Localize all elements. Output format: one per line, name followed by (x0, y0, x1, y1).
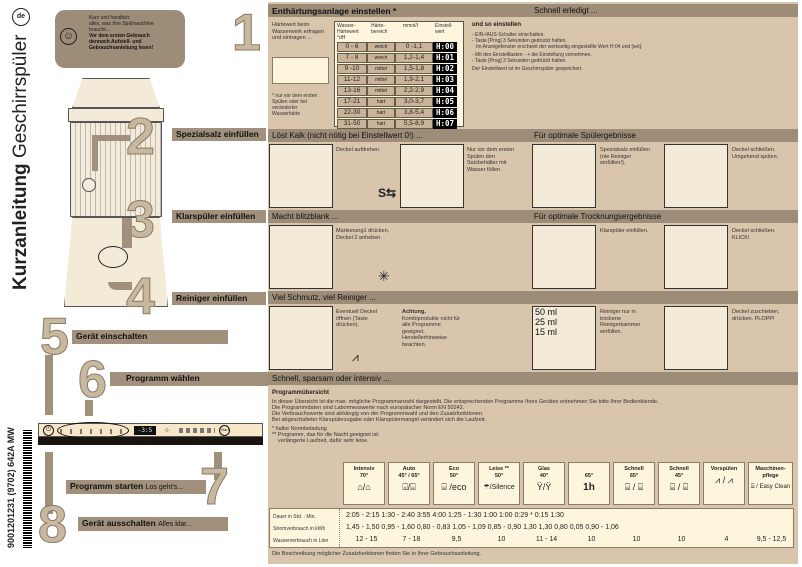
language-badge: de (12, 8, 30, 26)
program-data-table: Dauer in Std. : Min. Stromverbrauch in k… (269, 508, 794, 548)
smiley-icon: ☺ (60, 28, 77, 45)
water-cell: 10 (497, 536, 506, 543)
dishwasher-illustration (62, 78, 170, 310)
water-cell: 4 (724, 536, 729, 543)
panel-base (38, 437, 263, 445)
program-overview: Programmübersicht In dieser Übersicht is… (272, 390, 659, 444)
step-number-4: 4 (126, 268, 156, 326)
illustration-rinse-close (664, 225, 728, 289)
step-label-6: Programm wählen (110, 372, 270, 386)
step-label-7: Programm starten Los geht's... (66, 480, 206, 494)
section-4-header: Viel Schmutz, viel Reiniger ... (268, 291, 798, 304)
step-number-6: 6 (78, 351, 108, 409)
intro-bubble: ☺ Kurz und handlich: alles, was Ihre Spü… (55, 10, 185, 68)
step-label-2: Spezialsalz einfüllen (172, 128, 266, 141)
step-label-3: Klarspüler einfüllen (172, 210, 266, 223)
illustration-rinse-fill (532, 225, 596, 289)
option-buttons[interactable] (179, 428, 215, 433)
step-label-4: Reiniger einfüllen (172, 292, 266, 305)
illustration-detergent-fill: 50 ml 25 ml 15 ml (532, 306, 596, 370)
hardness-entry-field[interactable] (272, 57, 329, 84)
program-maschinenpflege: Maschinen-pflege⌸ / Easy Clean (748, 462, 793, 505)
illustration-fill-salt (532, 144, 596, 208)
salt-symbol-icon: S⇆ (378, 186, 397, 200)
step-number-8: 8 (38, 496, 68, 554)
illustration-detergent-close (664, 306, 728, 370)
section-3-subheader: Für optimale Trocknungsergebnisse (530, 210, 798, 223)
step-label-5: Gerät einschalten (72, 330, 228, 344)
illustration-detergent-open (269, 306, 333, 370)
option-indicator: -0- (164, 428, 171, 434)
step-number-1: 1 (232, 4, 262, 62)
energy-row: 1,45 - 1,50 0,95 - 1,60 0,80 - 0,83 1,05… (346, 524, 619, 531)
step-number-5: 5 (40, 308, 70, 366)
illustration-close-salt-cap (664, 144, 728, 208)
power-button[interactable]: ⏻ (43, 425, 54, 436)
step-number-2: 2 (126, 108, 156, 166)
section-1-subheader: Schnell erledigt ... (530, 4, 798, 17)
water-cell: 10 (677, 536, 686, 543)
illustration-rinse-open (269, 225, 333, 289)
section-1-header: Enthärtungsanlage einstellen * (268, 4, 530, 17)
section-2-subheader: Für optimale Spülergebnisse (530, 129, 798, 142)
water-cell: 9,5 - 12,5 (756, 536, 787, 543)
footer-note: Die Beschreibung möglicher Zusatzfunktio… (272, 551, 482, 557)
program-vorspuelen: Vorspülen⩘ / ⩘ (703, 462, 745, 505)
detergent-symbol-icon: ⩘ (352, 350, 359, 364)
start-button[interactable]: Start (219, 425, 230, 436)
section-3-header: Macht blitzblank ... (268, 210, 530, 223)
detergent-compartment (98, 246, 128, 268)
step-label-8: Gerät ausschalten Alles klar... (78, 517, 228, 531)
illustration-salt-cap-open (269, 144, 333, 208)
duration-row: 2:05 - 2:15 1:30 - 2:40 3:55 4:00 1:25 -… (346, 512, 564, 519)
water-cell: 10 (632, 536, 641, 543)
setting-instructions: und so einstellen - EIN-/AUS-Schalter ei… (472, 22, 643, 72)
barcode (23, 430, 32, 548)
hardness-table: Wasser-Härtewert °dH Härte-bereich mmol/… (334, 21, 464, 129)
document-title: Kurzanleitung Geschirrspüler (10, 34, 31, 291)
illustration-fill-water (400, 144, 464, 208)
control-panel: ⏻ -3:5 -0- Start (38, 422, 263, 439)
salt-cap (82, 178, 96, 192)
water-cell: 9,5 (451, 536, 462, 543)
display: -3:5 (134, 426, 156, 435)
water-cell: 10 (587, 536, 596, 543)
water-cell: 7 - 18 (402, 536, 421, 543)
section-2-header: Löst Kalk (nicht nötig bei Einstellwert … (268, 129, 530, 142)
program-1h: 65°1h (568, 462, 610, 505)
water-cell: 12 - 15 (355, 536, 378, 543)
section-6-header: Schnell, sparsam oder intensiv ... (268, 372, 798, 385)
water-cell: 11 - 14 (535, 536, 558, 543)
program-leise: Leise **50°☂/Silence (478, 462, 520, 505)
rinse-aid-symbol-icon: ✳ (378, 268, 390, 284)
barcode-text: 9001201231 (9702) 642A MW (6, 427, 16, 548)
